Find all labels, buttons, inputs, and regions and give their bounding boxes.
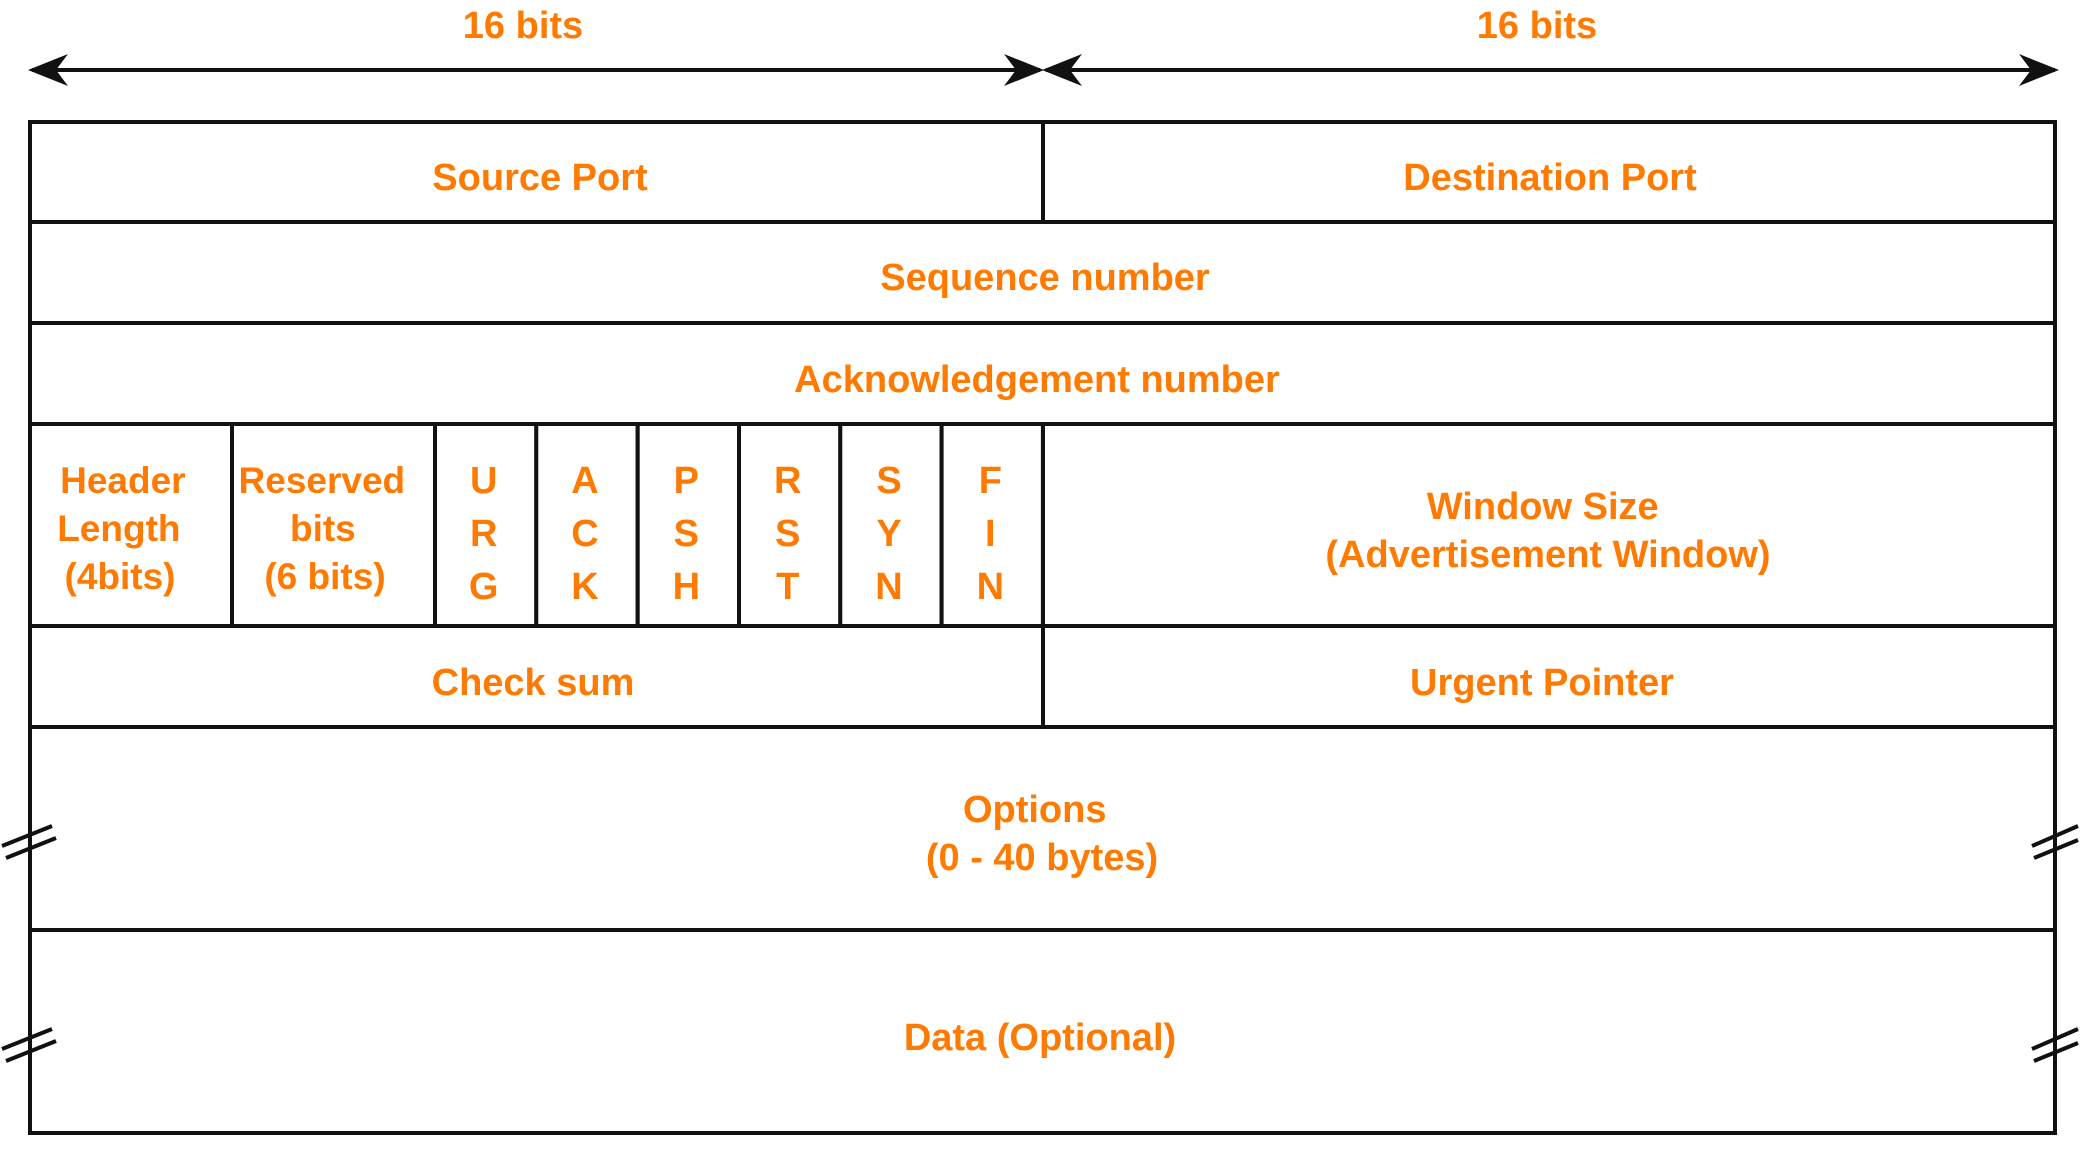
window-size-line-2: (Advertisement Window)	[1325, 534, 1770, 576]
flag-ack-letter: K	[571, 566, 599, 608]
header-length-line-1: Header	[60, 460, 185, 501]
flag-cell-fin	[939, 422, 1045, 628]
urgent-pointer-cell	[1041, 624, 2057, 729]
data-break-mark-left	[1, 1027, 57, 1063]
flag-urg-letter: U	[470, 460, 497, 502]
checksum-label: Check sum	[432, 662, 635, 704]
flag-ack-letter: C	[571, 513, 598, 555]
flag-rst-letter: S	[775, 513, 800, 555]
sequence-number-cell	[28, 220, 2057, 325]
flag-fin-letter: N	[977, 566, 1004, 608]
header-length-line-2: Length	[57, 508, 180, 549]
destination-port-cell	[1041, 120, 2057, 224]
flag-syn-letter: N	[875, 566, 902, 608]
flag-ack-letter: A	[571, 460, 598, 502]
flag-psh-letter: H	[673, 566, 700, 608]
reserved-bits-line-3: (6 bits)	[264, 556, 385, 597]
options-cell	[28, 725, 2057, 932]
flag-rst-letter: T	[776, 566, 799, 608]
destination-port-label: Destination Port	[1403, 157, 1697, 199]
flag-psh-letter: S	[674, 513, 699, 555]
flag-urg-letter: R	[470, 513, 497, 555]
header-length-label: Header Length (4bits)	[57, 460, 196, 597]
flag-rst-letter: R	[774, 460, 801, 502]
left-width-label: 16 bits	[463, 5, 583, 47]
reserved-bits-label: Reserved bits (6 bits)	[239, 460, 416, 597]
row-checksum: Check sum Urgent Pointer	[28, 624, 2057, 729]
ack-number-cell	[28, 321, 2057, 426]
row-options: Options (0 - 40 bytes)	[1, 725, 2079, 932]
row-ports: Source Port Destination Port	[28, 120, 2057, 224]
flag-syn-letter: Y	[876, 513, 901, 555]
window-size-label: Window Size (Advertisement Window)	[1325, 486, 1770, 576]
options-break-mark-right	[2031, 824, 2079, 860]
reserved-bits-line-1: Reserved	[239, 460, 406, 501]
flag-psh-letter: P	[674, 460, 699, 502]
options-break-mark-left	[1, 824, 57, 860]
flag-cell-rst	[737, 422, 843, 628]
options-line-1: Options	[963, 789, 1107, 831]
flag-urg-letter: G	[469, 566, 499, 608]
reserved-bits-line-2: bits	[290, 508, 356, 549]
row-flags: Header Length (4bits) Reserved bits (6 b…	[28, 422, 2057, 628]
reserved-bits-cell	[230, 422, 437, 628]
window-size-line-1: Window Size	[1427, 486, 1659, 528]
flag-syn-letter: S	[876, 460, 901, 502]
window-size-cell	[1041, 422, 2057, 628]
options-label: Options (0 - 40 bytes)	[926, 789, 1158, 879]
right-width-label: 16 bits	[1477, 5, 1597, 47]
row-data: Data (Optional)	[1, 928, 2079, 1135]
row-acknowledgement: Acknowledgement number	[28, 321, 2057, 426]
ack-number-label: Acknowledgement number	[794, 359, 1280, 401]
flag-cell-ack	[534, 422, 640, 628]
bit-width-ruler: 16 bits 16 bits	[28, 5, 2059, 86]
options-line-2: (0 - 40 bytes)	[926, 837, 1158, 879]
flag-cell-syn	[838, 422, 944, 628]
data-cell	[28, 928, 2057, 1135]
sequence-number-label: Sequence number	[880, 257, 1210, 299]
source-port-cell	[28, 120, 1045, 224]
source-port-label: Source Port	[432, 157, 648, 199]
urgent-pointer-label: Urgent Pointer	[1410, 662, 1674, 704]
row-sequence: Sequence number	[28, 220, 2057, 325]
flag-fin-letter: F	[979, 460, 1002, 502]
data-label: Data (Optional)	[904, 1017, 1176, 1059]
flag-fin-letter: I	[985, 513, 996, 555]
header-length-line-3: (4bits)	[65, 556, 176, 597]
data-break-mark-right	[2031, 1027, 2079, 1063]
